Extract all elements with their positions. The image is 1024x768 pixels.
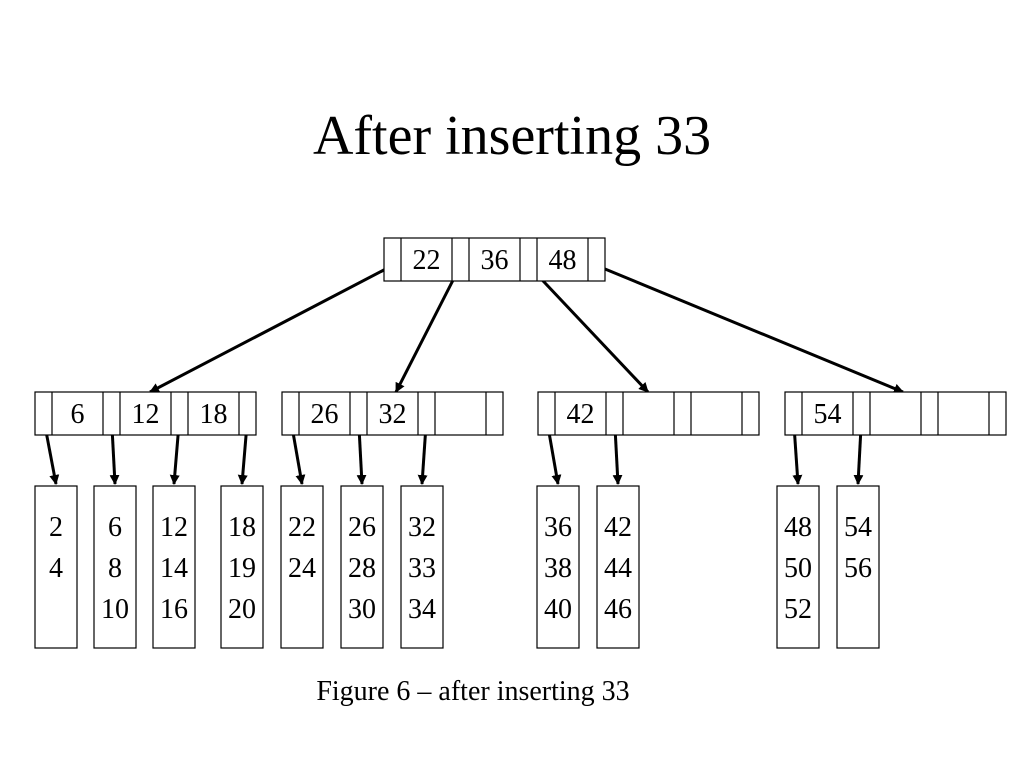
- leaf-node: 6 8 10: [93, 485, 137, 649]
- leaf-value: 26: [348, 512, 376, 543]
- leaf-value: 38: [544, 553, 572, 584]
- leaf-value: 19: [228, 553, 256, 584]
- leaf-border: [220, 485, 264, 649]
- leaf-node: 12 14 16: [152, 485, 196, 649]
- leaf-node: 26 28 30: [340, 485, 384, 649]
- node-key: 6: [71, 399, 85, 430]
- leaves: 2468101214161819202224262830323334363840…: [34, 485, 880, 649]
- leaf-value: 2: [49, 512, 63, 543]
- leaf-value: 40: [544, 594, 572, 625]
- leaf-value: 22: [288, 512, 316, 543]
- leaf-node: 48 50 52: [776, 485, 820, 649]
- leaf-node: 42 44 46: [596, 485, 640, 649]
- node-key: 42: [567, 399, 595, 430]
- leaf-value: 18: [228, 512, 256, 543]
- internal-node: 26 32: [281, 391, 504, 436]
- leaf-border: [152, 485, 196, 649]
- node-key: 48: [549, 245, 577, 276]
- leaf-value: 8: [108, 553, 122, 584]
- leaf-value: 44: [604, 553, 632, 584]
- leaf-border: [776, 485, 820, 649]
- leaf-value: 50: [784, 553, 812, 584]
- node-key: 32: [379, 399, 407, 430]
- internal-node: 42: [537, 391, 760, 436]
- leaf-value: 33: [408, 553, 436, 584]
- internal-node: 6 12 18: [34, 391, 257, 436]
- leaf-border: [596, 485, 640, 649]
- leaf-value: 6: [108, 512, 122, 543]
- leaf-border: [340, 485, 384, 649]
- leaf-value: 56: [844, 553, 872, 584]
- leaf-value: 4: [49, 553, 63, 584]
- node-border: [383, 237, 606, 282]
- leaf-value: 20: [228, 594, 256, 625]
- leaf-value: 42: [604, 512, 632, 543]
- leaf-value: 30: [348, 594, 376, 625]
- leaf-border: [280, 485, 324, 649]
- node-border: [34, 391, 257, 436]
- leaf-value: 28: [348, 553, 376, 584]
- leaf-value: 54: [844, 512, 872, 543]
- node-border: [281, 391, 504, 436]
- leaf-value: 36: [544, 512, 572, 543]
- figure-caption: Figure 6 – after inserting 33: [316, 676, 630, 707]
- leaf-value: 16: [160, 594, 188, 625]
- root-pointer-arrow: [527, 264, 650, 394]
- leaf-value: 34: [408, 594, 436, 625]
- node-key: 36: [481, 245, 509, 276]
- node-key: 26: [311, 399, 339, 430]
- node-border: [784, 391, 1007, 436]
- leaf-value: 46: [604, 594, 632, 625]
- root-pointer-arrow: [149, 264, 394, 394]
- root-pointer-arrow: [595, 264, 904, 394]
- node-key: 18: [200, 399, 228, 430]
- leaf-border: [34, 485, 78, 649]
- leaf-value: 14: [160, 553, 188, 584]
- edges: [42, 264, 904, 485]
- node-key: 12: [132, 399, 160, 430]
- leaf-border: [400, 485, 444, 649]
- leaf-value: 24: [288, 553, 316, 584]
- leaf-value: 48: [784, 512, 812, 543]
- leaf-value: 12: [160, 512, 188, 543]
- leaf-border: [93, 485, 137, 649]
- leaf-node: 24: [34, 485, 78, 649]
- node-border: [537, 391, 760, 436]
- slide-title: After inserting 33: [312, 105, 712, 167]
- root-pointer-arrow: [394, 264, 462, 393]
- leaf-node: 18 19 20: [220, 485, 264, 649]
- leaf-node: 32 33 34: [400, 485, 444, 649]
- node-key: 22: [413, 245, 441, 276]
- leaf-node: 36 38 40: [536, 485, 580, 649]
- root-node: 22 36 48: [383, 237, 606, 282]
- nodes: 22 36 48 6 12 18 26 32 42 54: [34, 237, 1007, 436]
- node-key: 54: [814, 399, 842, 430]
- leaf-border: [836, 485, 880, 649]
- leaf-value: 52: [784, 594, 812, 625]
- leaf-value: 10: [101, 594, 129, 625]
- internal-node: 54: [784, 391, 1007, 436]
- leaf-border: [536, 485, 580, 649]
- leaf-value: 32: [408, 512, 436, 543]
